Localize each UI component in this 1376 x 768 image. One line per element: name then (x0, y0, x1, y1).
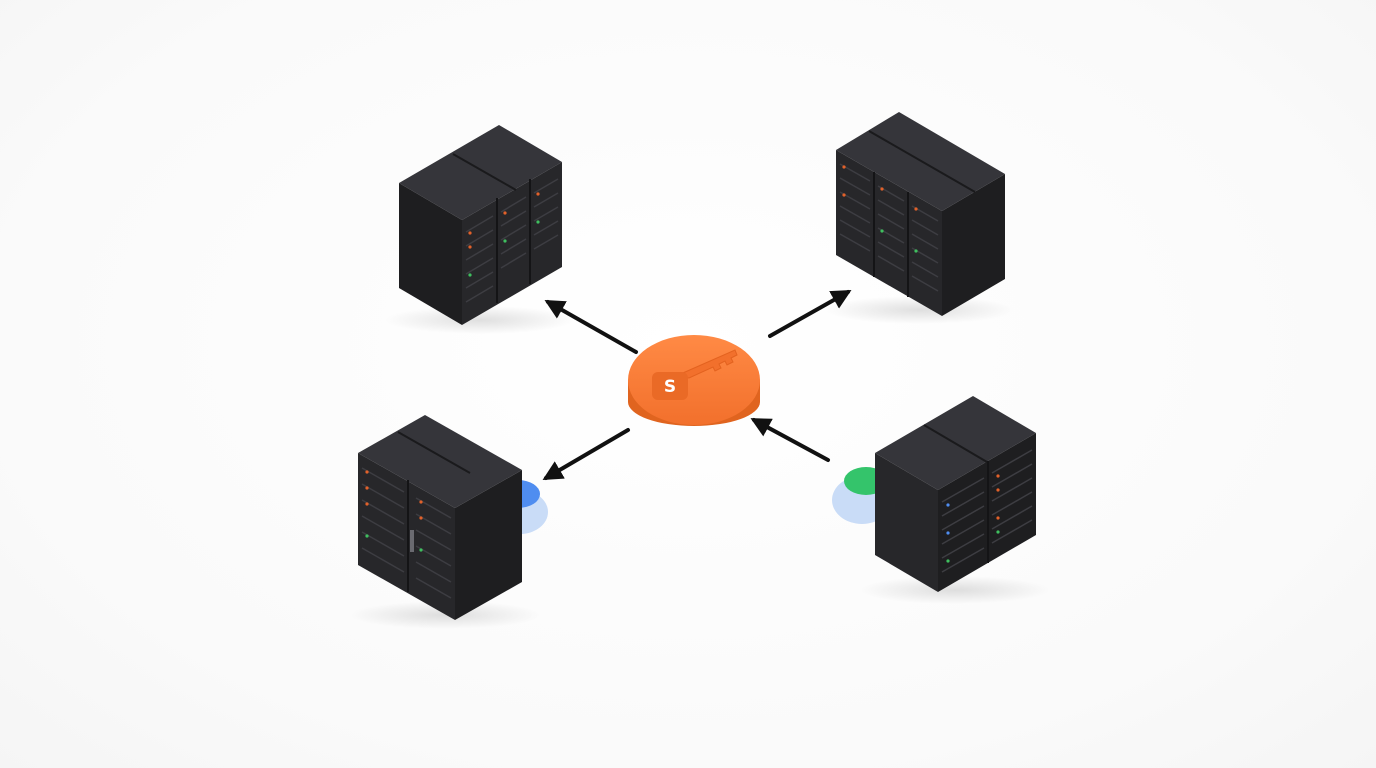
server-rack-bottom-left (350, 415, 548, 629)
status-lights (365, 470, 423, 552)
server-rack-top-left (385, 125, 575, 334)
arrow-from-bottom-right (750, 418, 830, 462)
key-hub: S (628, 335, 760, 426)
connection-arrows (542, 290, 852, 481)
status-lights (946, 474, 1000, 563)
rack-slots (941, 449, 1033, 573)
server-rack-bottom-right (832, 396, 1050, 604)
rack-slots (465, 178, 559, 303)
arrow-to-top-right (768, 290, 852, 338)
arrow-to-top-left (544, 300, 638, 354)
server-rack-top-right (825, 112, 1015, 324)
arrow-to-bottom-left (542, 428, 630, 481)
key-icon: S (652, 349, 738, 400)
rack-slots (361, 467, 452, 599)
key-symbol: S (664, 377, 676, 397)
status-lights (842, 165, 918, 253)
status-lights (468, 192, 540, 277)
